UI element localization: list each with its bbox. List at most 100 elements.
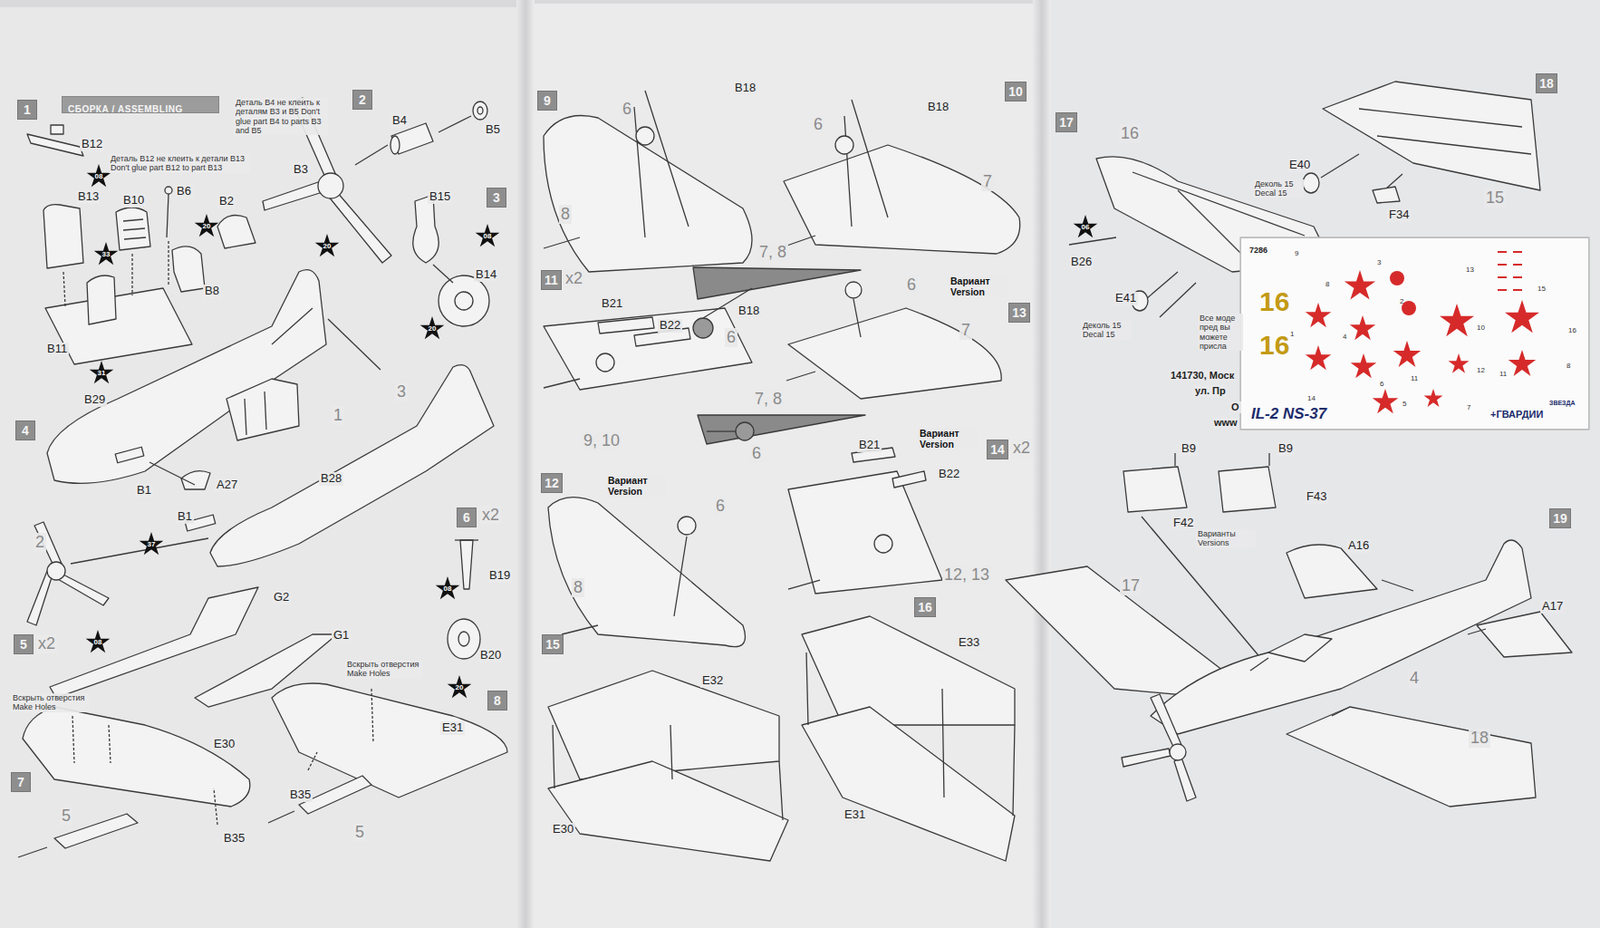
part-label: B22	[936, 467, 962, 482]
part-label: B6	[174, 184, 193, 199]
step-label: 4	[21, 423, 29, 438]
step-number: 16	[914, 597, 936, 617]
decal-text: 13	[1465, 265, 1475, 274]
paint-code-badge: 20	[419, 316, 445, 342]
decal-text: 8	[1566, 361, 1571, 370]
paint-code: 08	[85, 637, 111, 647]
part-label: F34	[1387, 208, 1411, 222]
part-label: E31	[440, 721, 465, 735]
part-label: G2	[271, 590, 291, 605]
paint-code-badge: 20	[446, 674, 473, 701]
part-label: B13	[76, 190, 101, 204]
callout-number: 6	[905, 275, 918, 295]
star-shape	[475, 223, 501, 247]
step-number: 10	[1004, 81, 1027, 102]
decal-text: 4	[1342, 332, 1347, 341]
callout-number: 6	[713, 496, 727, 516]
part-label: E30	[550, 822, 576, 837]
paint-code-badge: 06	[1072, 214, 1099, 241]
step-label: 13	[1012, 305, 1027, 320]
part-label: E40	[1287, 158, 1312, 173]
decal-text: 8	[1325, 279, 1330, 289]
paint-code-badge: 31	[88, 360, 115, 386]
part-label: B20	[478, 648, 503, 663]
part-label: B14	[473, 268, 499, 282]
star-shape	[139, 531, 164, 555]
callout-number: 8	[559, 204, 572, 224]
callout-number: 7, 8	[752, 389, 784, 409]
callout-number: 6	[620, 99, 634, 119]
part-label: B29	[82, 393, 107, 407]
paint-code: 31	[88, 368, 115, 378]
part-label: F43	[1304, 490, 1329, 504]
decal-text: 15	[1537, 284, 1546, 293]
part-label: B19	[487, 568, 512, 583]
decal-text: ЗВЕЗДА	[1549, 399, 1576, 406]
part-label: B1	[175, 510, 194, 524]
part-label: A16	[1346, 539, 1371, 553]
decal-text: 6	[1379, 379, 1384, 388]
paint-code-badge: 08	[85, 629, 111, 656]
step-label: 14	[990, 442, 1005, 457]
part-label: B18	[736, 304, 762, 319]
paint-code-badge: 33	[93, 241, 119, 268]
decal-text: 11	[1410, 374, 1418, 383]
star-shape	[1073, 214, 1099, 238]
note-text: Деколь 15 Decal 15	[1080, 320, 1132, 340]
decal-sheet: 7286913161683214561112714101516811IL-2 N…	[1240, 237, 1590, 430]
decal-text: 16	[1259, 331, 1290, 359]
callout-number: 5	[353, 822, 367, 842]
step-label: 3	[492, 190, 501, 205]
step-label: 19	[1552, 510, 1568, 526]
address-text: www	[1212, 416, 1240, 429]
step-label: 10	[1008, 84, 1023, 99]
decal-text: 16	[1568, 326, 1577, 335]
version-note: Вариант Version	[948, 275, 1009, 298]
callout-number: 9, 10	[581, 431, 622, 451]
star-shape	[420, 316, 445, 339]
star-shape	[86, 163, 112, 187]
callout-number: 17	[1119, 576, 1142, 596]
part-label: A27	[214, 478, 240, 492]
note-text: Вскрыть отверстия Make Holes	[345, 659, 424, 679]
decal-text: 9	[1294, 249, 1299, 258]
note-text: Варианты Versions	[1195, 529, 1256, 549]
callout-number: x2	[1011, 438, 1032, 458]
step-label: 16	[917, 599, 933, 615]
part-label: B18	[732, 81, 758, 96]
step-number: 6	[456, 507, 477, 528]
address-text: 141730, Моск	[1168, 369, 1236, 382]
star-shape	[447, 674, 473, 698]
paint-code: 37	[138, 539, 164, 550]
decal-text: 2	[1399, 297, 1404, 306]
callout-number: 16	[1118, 124, 1141, 144]
part-label: A17	[1540, 599, 1565, 614]
step-number: 12	[540, 472, 563, 493]
callout-number: 6	[724, 327, 738, 347]
callout-number: 7	[959, 320, 973, 340]
callout-number: 6	[811, 115, 825, 135]
address-text: ул. Пр	[1193, 385, 1228, 397]
step-number: 13	[1008, 302, 1031, 323]
part-label: F42	[1171, 516, 1196, 531]
part-label: B3	[291, 163, 310, 177]
decal-text: 7286	[1249, 245, 1268, 255]
part-label: B21	[857, 438, 882, 453]
step-number: 17	[1055, 112, 1078, 133]
part-label: B9	[1179, 442, 1198, 456]
callout-number: 3	[395, 382, 408, 402]
step-number: 14	[986, 439, 1009, 460]
part-label: B9	[1276, 442, 1295, 456]
paint-code: 08	[434, 584, 461, 594]
step-label: 7	[17, 774, 25, 790]
part-label: B28	[318, 472, 344, 486]
part-label: B2	[217, 194, 236, 209]
part-label: B12	[79, 137, 105, 152]
callout-number: x2	[563, 269, 585, 289]
step-number: 8	[487, 690, 508, 711]
decal-text: 1	[1290, 329, 1294, 338]
callout-number: 12, 13	[942, 565, 992, 585]
step-label: 9	[543, 93, 551, 108]
callout-number: 5	[59, 806, 73, 826]
callout-number: 7	[981, 172, 994, 192]
